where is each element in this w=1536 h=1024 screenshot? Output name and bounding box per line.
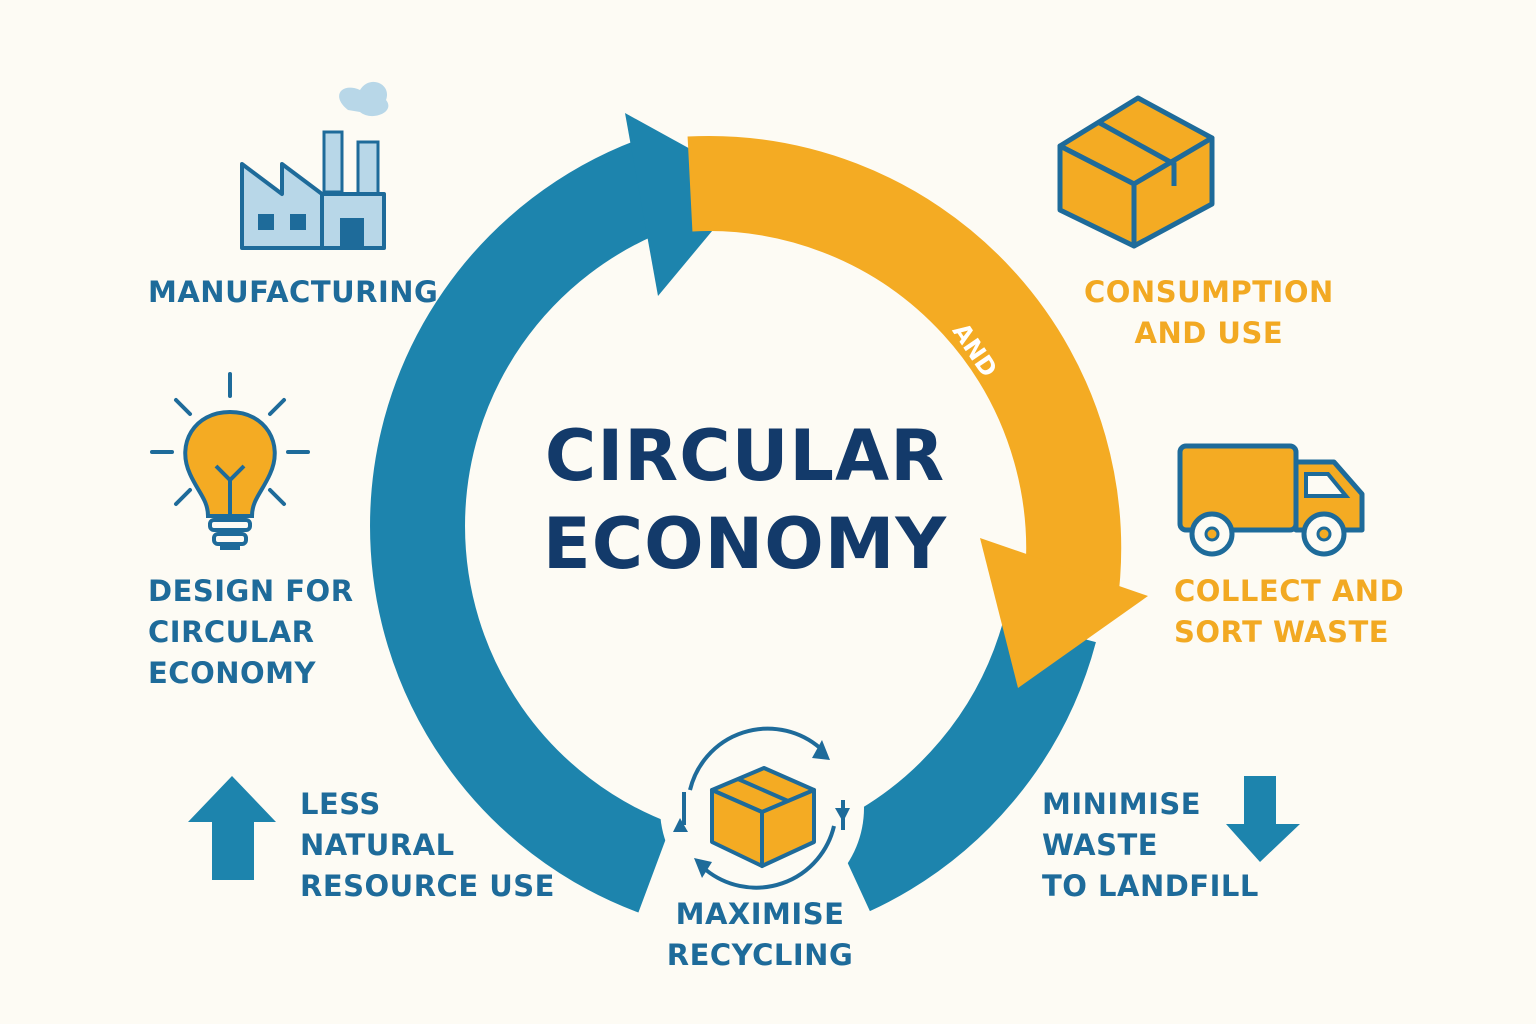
arrow-up-icon — [188, 776, 276, 880]
stage-consumption-label: CONSUMPTION AND USE — [1084, 272, 1334, 354]
orange-cycle-arc — [687, 136, 1122, 607]
label-line: ECONOMY — [148, 656, 317, 690]
benefit-minimise-waste-label: MINIMISE WASTE TO LANDFILL — [1042, 784, 1259, 907]
title-line-1: CIRCULAR — [544, 415, 946, 497]
factory-icon — [240, 81, 389, 250]
orange-arrow-head — [980, 538, 1148, 688]
label-line: DESIGN FOR — [148, 574, 354, 608]
stage-manufacturing-label: MANUFACTURING — [148, 272, 438, 313]
diagram-title: CIRCULAR ECONOMY — [490, 412, 1000, 588]
label-line: SORT WASTE — [1174, 615, 1390, 649]
label-line: WASTE — [1042, 828, 1159, 862]
arrow-down-icon — [1226, 776, 1300, 862]
label-line: CONSUMPTION — [1084, 275, 1334, 309]
truck-icon — [1177, 443, 1365, 557]
label-line: RESOURCE USE — [300, 869, 555, 903]
label-line: CIRCULAR — [148, 615, 315, 649]
label-line: LESS — [300, 787, 381, 821]
label-line: MAXIMISE — [675, 897, 845, 931]
lightbulb-icon — [150, 372, 310, 550]
label-line: TO LANDFILL — [1042, 869, 1259, 903]
blue-cycle-arc — [370, 139, 672, 913]
stage-collect-label: COLLECT AND SORT WASTE — [1174, 571, 1404, 653]
stage-recycling-label: MAXIMISE RECYCLING — [640, 894, 880, 976]
box-icon — [1057, 95, 1215, 249]
label-line: MANUFACTURING — [148, 275, 439, 309]
label-line: RECYCLING — [666, 938, 854, 972]
label-line: COLLECT AND — [1174, 574, 1405, 608]
label-line: AND USE — [1134, 316, 1284, 350]
label-line: MINIMISE — [1042, 787, 1202, 821]
blue-arrow-head — [625, 113, 752, 296]
recycle-box-icon — [673, 726, 850, 890]
label-line: NATURAL — [300, 828, 455, 862]
stage-design-label: DESIGN FOR CIRCULAR ECONOMY — [148, 571, 354, 694]
benefit-less-resource-label: LESS NATURAL RESOURCE USE — [300, 784, 555, 907]
title-line-2: ECONOMY — [542, 503, 948, 585]
